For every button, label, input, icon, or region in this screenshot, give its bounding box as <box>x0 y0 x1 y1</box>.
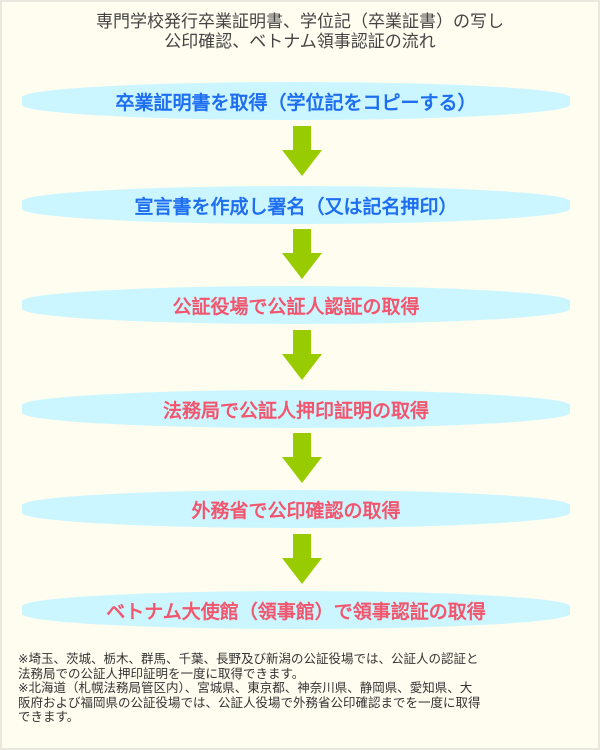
step-label: 公証役場で公証人認証の取得 <box>172 295 420 318</box>
note-line: ※北海道（札幌法務局管区内）、宮城県、東京都、神奈川県、静岡県、愛知県、大 <box>18 680 473 695</box>
diagram-title: 専門学校発行卒業証明書、学位記（卒業証書）の写し 公印確認、ベトナム領事認証の流… <box>0 12 600 52</box>
step-4: 法務局で公証人押印証明の取得 <box>22 390 570 428</box>
step-label: 法務局で公証人押印証明の取得 <box>162 399 429 422</box>
note-line: できます。 <box>18 709 80 724</box>
step-label: ベトナム大使館（領事館）で領事認証の取得 <box>106 600 486 623</box>
down-arrow-icon <box>282 433 322 483</box>
step-label: 宣言書を作成し署名（又は記名押印） <box>134 195 458 218</box>
step-1: 卒業証明書を取得（学位記をコピーする） <box>22 82 570 120</box>
step-label: 卒業証明書を取得（学位記をコピーする） <box>115 91 477 114</box>
down-arrow-icon <box>282 534 322 584</box>
note-line: ※埼玉、茨城、栃木、群馬、千葉、長野及び新潟の公証役場では、公証人の認証と <box>18 651 479 666</box>
step-3: 公証役場で公証人認証の取得 <box>22 286 570 324</box>
footnotes: ※埼玉、茨城、栃木、群馬、千葉、長野及び新潟の公証役場では、公証人の認証と 法務… <box>18 651 481 725</box>
title-line-2: 公印確認、ベトナム領事認証の流れ <box>164 32 436 52</box>
down-arrow-icon <box>282 330 322 380</box>
down-arrow-icon <box>282 126 322 176</box>
note-line: 法務局での公証人押印証明を一度に取得できます。 <box>18 665 305 681</box>
step-5: 外務省で公印確認の取得 <box>22 490 570 528</box>
note-line: 阪府および福岡県の公証役場では、公証人役場で外務省公印確認までを一度に取得 <box>18 694 481 710</box>
step-label: 外務省で公印確認の取得 <box>191 499 401 522</box>
down-arrow-icon <box>282 229 322 279</box>
step-2: 宣言書を作成し署名（又は記名押印） <box>22 186 570 224</box>
title-line-1: 専門学校発行卒業証明書、学位記（卒業証書）の写し <box>96 12 504 32</box>
step-6: ベトナム大使館（領事館）で領事認証の取得 <box>22 591 570 629</box>
